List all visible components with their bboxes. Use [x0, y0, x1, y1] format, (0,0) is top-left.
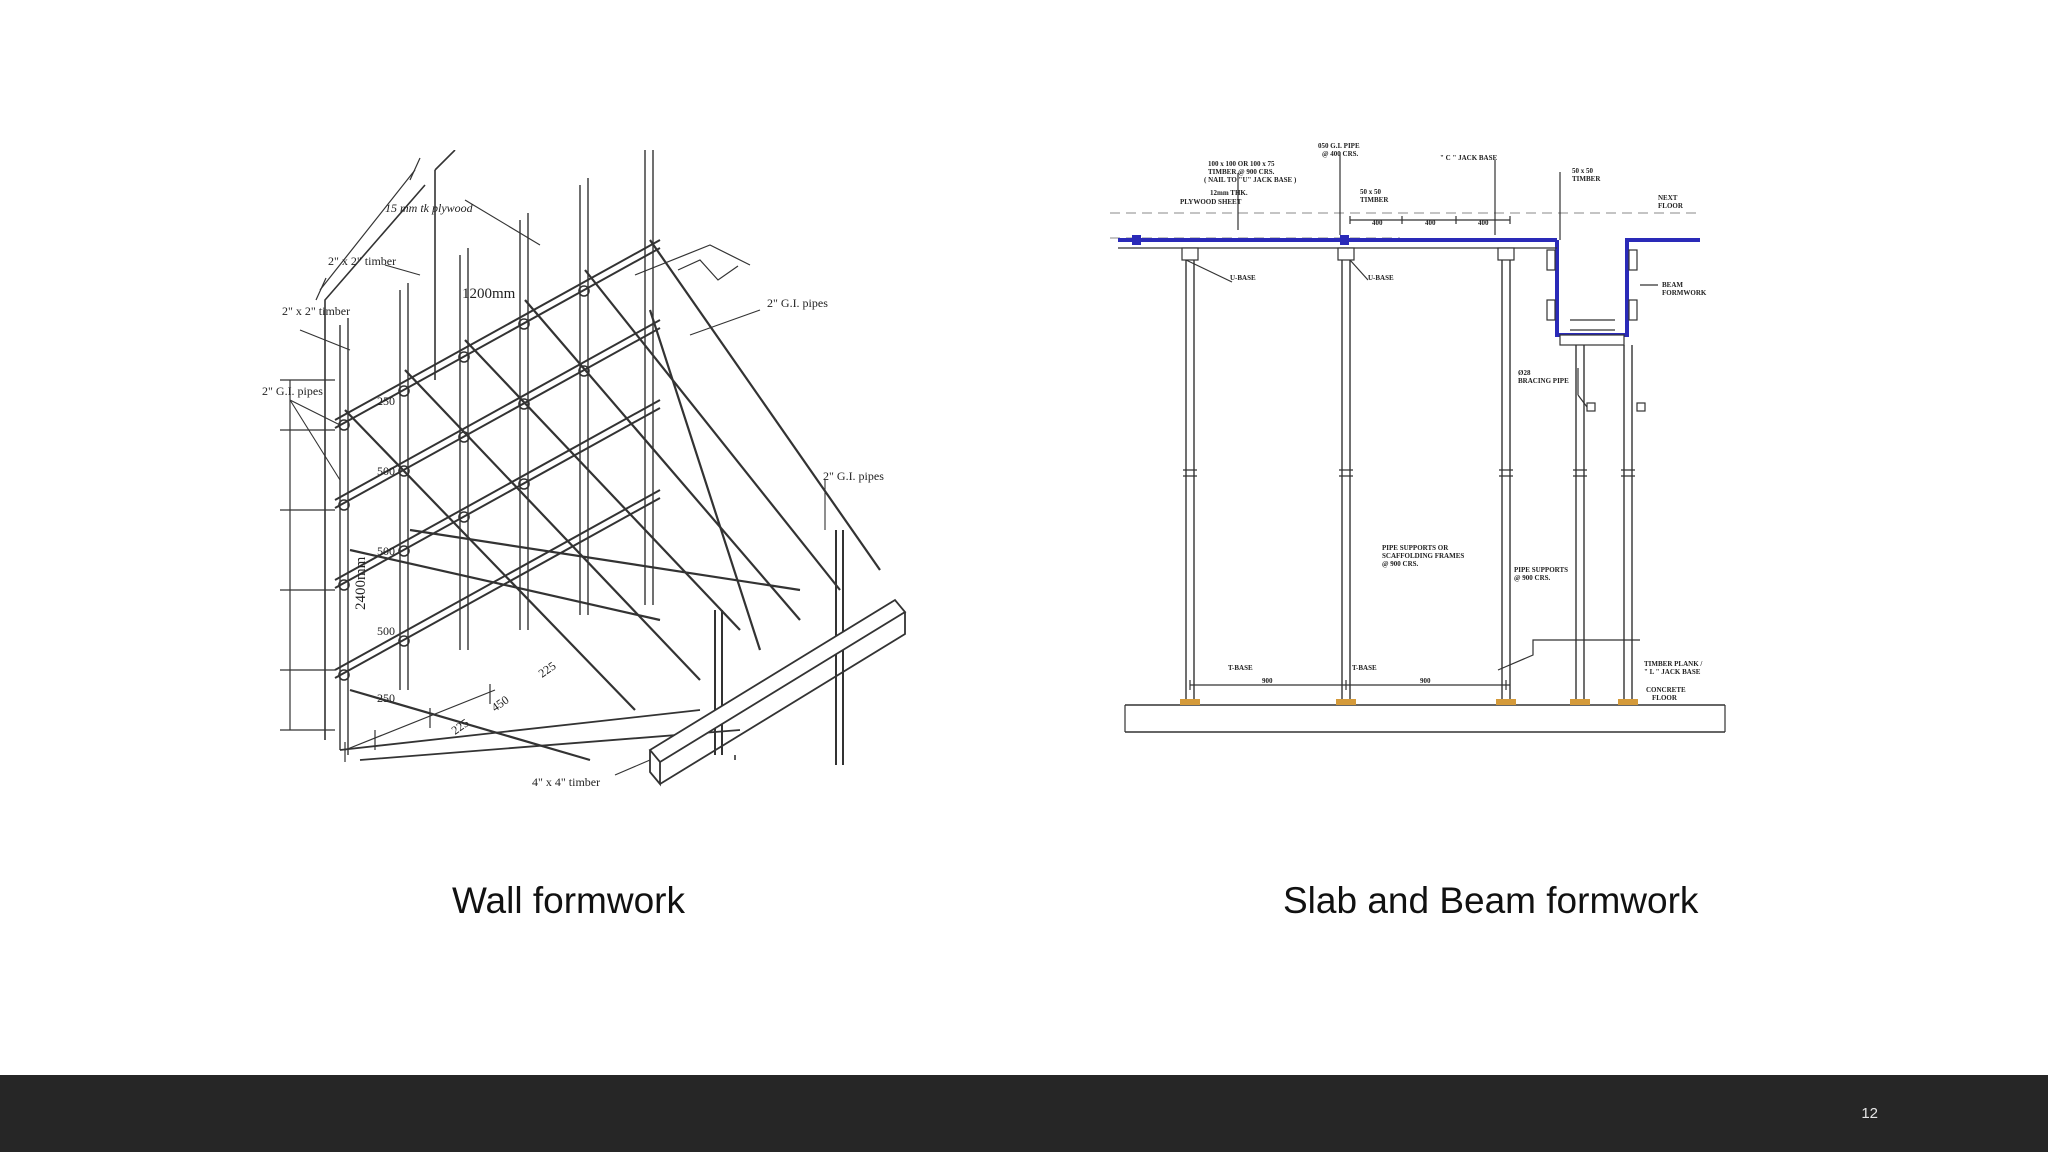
- page-number: 12: [1861, 1105, 1878, 1122]
- width-dimension: 1200mm: [462, 286, 516, 302]
- timber-label-b: 2" x 2" timber: [282, 304, 350, 318]
- dim-900-2: 900: [1420, 677, 1431, 685]
- timber-plank-line-1: TIMBER PLANK /: [1644, 660, 1703, 668]
- timber-50-line-2: TIMBER: [1360, 196, 1389, 204]
- base-dim-450: 450: [489, 693, 512, 715]
- bracing-pipe-line-1: Ø28: [1518, 369, 1531, 377]
- pipe-supports-line-1: PIPE SUPPORTS OR: [1382, 544, 1449, 552]
- slab-beam-formwork-caption: Slab and Beam formwork: [1283, 880, 1699, 921]
- gi-pipes-right-label: 2" G.I. pipes: [823, 469, 884, 483]
- gi-pipe-line-2: @ 400 CRS.: [1322, 150, 1359, 158]
- dim-500-c: 500: [377, 624, 395, 638]
- plywood-line-2: PLYWOOD SHEET: [1180, 198, 1242, 206]
- height-dimension: 2400mm: [353, 556, 369, 610]
- concrete-floor-line-2: FLOOR: [1652, 694, 1678, 702]
- timber-base-label: 4" x 4" timber: [532, 775, 600, 789]
- t-base-label-2: T-BASE: [1352, 664, 1377, 672]
- u-base-label-2: U-BASE: [1368, 274, 1394, 282]
- spacing-2: 400: [1425, 219, 1436, 227]
- base-dim-225-b: 225: [536, 659, 559, 681]
- dim-900-1: 900: [1262, 677, 1273, 685]
- plywood-label: 15 mm tk plywood: [385, 201, 474, 215]
- slab-beam-formwork-drawing: 100 x 100 OR 100 x 75 TIMBER @ 900 CRS. …: [1110, 142, 1726, 733]
- beam-timber-line-2: TIMBER: [1572, 175, 1601, 183]
- gi-pipes-left-label: 2" G.I. pipes: [262, 384, 323, 398]
- dim-250-bottom: 250: [377, 691, 395, 705]
- dim-500-a: 500: [377, 464, 395, 478]
- pipe-supports-line-3: @ 900 CRS.: [1382, 560, 1419, 568]
- timber-plank-line-2: " L " JACK BASE: [1644, 668, 1701, 676]
- beam-formwork-line-1: BEAM: [1662, 281, 1683, 289]
- timber-spec-line-2: TIMBER @ 900 CRS.: [1208, 168, 1275, 176]
- dim-500-b: 500: [377, 544, 395, 558]
- wall-formwork-caption: Wall formwork: [452, 880, 685, 921]
- pipe-supports-beam-line-2: @ 900 CRS.: [1514, 574, 1551, 582]
- u-base-label-1: U-BASE: [1230, 274, 1256, 282]
- pipe-supports-beam-line-1: PIPE SUPPORTS: [1514, 566, 1568, 574]
- wall-formwork-drawing: 15 mm tk plywood 2" x 2" timber 2" x 2" …: [262, 150, 907, 789]
- plywood-line-1: 12mm THK.: [1210, 189, 1248, 197]
- timber-50-line-1: 50 x 50: [1360, 188, 1382, 196]
- bracing-pipe-line-2: BRACING PIPE: [1518, 377, 1569, 385]
- jack-base-label: " C " JACK BASE: [1440, 154, 1498, 162]
- pipe-supports-line-2: SCAFFOLDING FRAMES: [1382, 552, 1464, 560]
- beam-timber-line-1: 50 x 50: [1572, 167, 1594, 175]
- spacing-3: 400: [1478, 219, 1489, 227]
- t-base-label-1: T-BASE: [1228, 664, 1253, 672]
- gi-pipe-line-1: 050 G.I. PIPE: [1318, 142, 1360, 150]
- plywood-end-mark: [1132, 235, 1141, 245]
- timber-spec-line-1: 100 x 100 OR 100 x 75: [1208, 160, 1275, 168]
- plywood-joint-mark: [1340, 235, 1349, 245]
- concrete-floor-line-1: CONCRETE: [1646, 686, 1686, 694]
- spacing-1: 400: [1372, 219, 1383, 227]
- timber-label-a: 2" x 2" timber: [328, 254, 396, 268]
- footer-bar: 12: [0, 1075, 2048, 1152]
- timber-spec-line-3: ( NAIL TO "U" JACK BASE ): [1204, 176, 1297, 184]
- beam-formwork-line-2: FORMWORK: [1662, 289, 1707, 297]
- next-floor-line-2: FLOOR: [1658, 202, 1684, 210]
- next-floor-line-1: NEXT: [1658, 194, 1678, 202]
- dim-250-top: 250: [377, 394, 395, 408]
- gi-pipes-top-label: 2" G.I. pipes: [767, 296, 828, 310]
